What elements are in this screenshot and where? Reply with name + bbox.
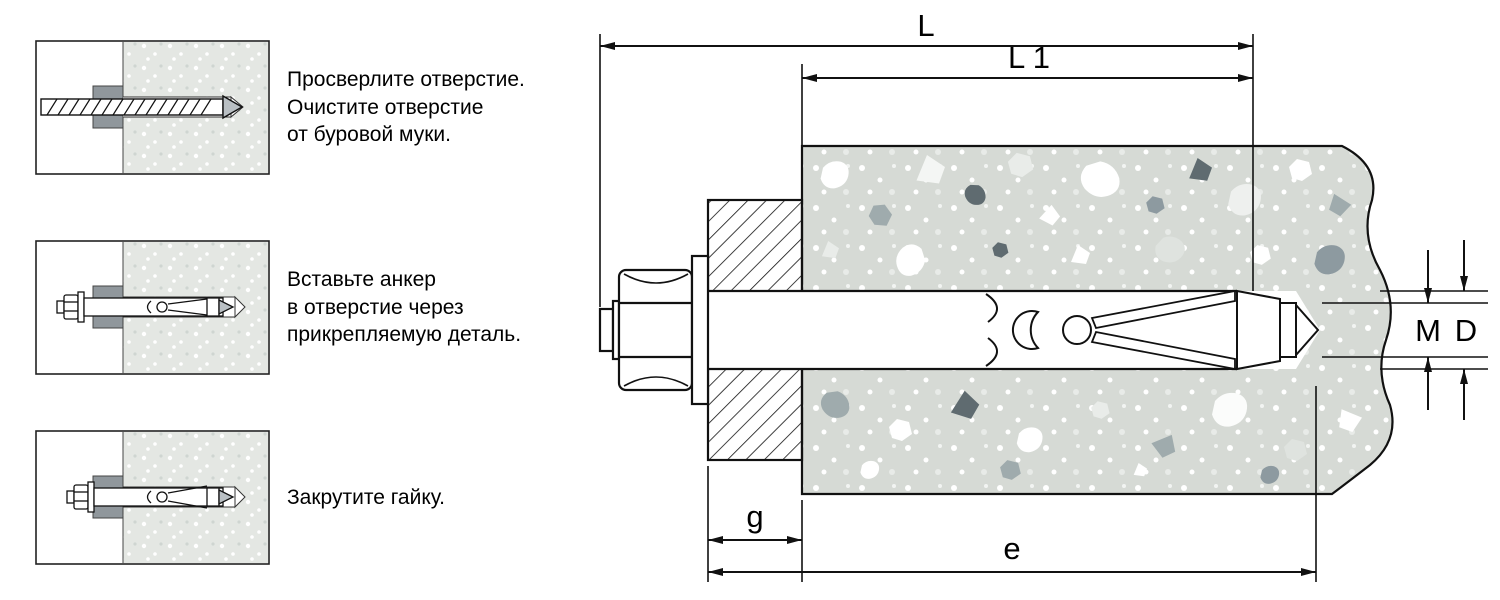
dimension-e: e: [708, 386, 1317, 582]
dimension-e-label: e: [1003, 531, 1020, 566]
dimensions: L L 1 M D: [599, 8, 1488, 582]
dimension-L1-label: L 1: [1008, 40, 1050, 75]
stud-end: [598, 307, 615, 353]
step1-line1: Просверлите отверстие.: [287, 67, 525, 91]
instruction-step-drill: Просверлите отверстие. Очистите отверсти…: [35, 40, 525, 175]
step1-drill-illustration: [35, 40, 270, 175]
step3-line1: Закрутите гайку.: [287, 485, 446, 509]
washer: [690, 254, 710, 406]
step1-text: Просверлите отверстие. Очистите отверсти…: [287, 66, 525, 150]
step1-line3: от буровой муки.: [287, 123, 451, 147]
dimension-M-label: M: [1415, 313, 1441, 348]
dimension-D-label: D: [1455, 313, 1477, 348]
step2-text: Вставьте анкер в отверстие через прикреп…: [287, 266, 521, 350]
dimension-g: g: [707, 466, 803, 582]
dimension-g-label: g: [746, 499, 763, 534]
instruction-step-tighten: Закрутите гайку.: [35, 430, 445, 565]
hex-nut: [617, 268, 694, 392]
anchor-tip-body: [1279, 302, 1297, 358]
nut-assembly: [598, 254, 710, 406]
dimension-L-label: L: [917, 8, 934, 43]
step2-line3: прикрепляемую деталь.: [287, 323, 522, 347]
dimension-M-D: M D: [1322, 240, 1488, 420]
anchor-thumb: [56, 291, 235, 323]
dimension-L1: L 1: [801, 40, 1253, 146]
dimension-L: L: [599, 8, 1254, 307]
expansion-leg-bottom: [1090, 330, 1236, 371]
step2-line1: Вставьте анкер: [287, 267, 436, 291]
instruction-step-insert: Вставьте анкер в отверстие через прикреп…: [35, 240, 521, 375]
anchor-sleeve: [708, 289, 1320, 371]
anchor-technical-drawing: L L 1 M D: [598, 8, 1488, 582]
expansion-cuts: [985, 293, 1092, 367]
expansion-leg-top: [1090, 289, 1236, 330]
step2-line2: в отверстие через: [287, 295, 464, 319]
step2-insert-illustration: [35, 240, 270, 375]
expansion-cone: [1236, 289, 1281, 371]
anchor-tip-point: [1295, 302, 1320, 358]
step3-text: Закрутите гайку.: [287, 484, 445, 512]
drill-bit: [40, 94, 244, 120]
step3-tighten-illustration: [35, 430, 270, 565]
step1-line2: Очистите отверстие: [287, 95, 484, 119]
anchor-thumb-tightened: [66, 481, 235, 513]
